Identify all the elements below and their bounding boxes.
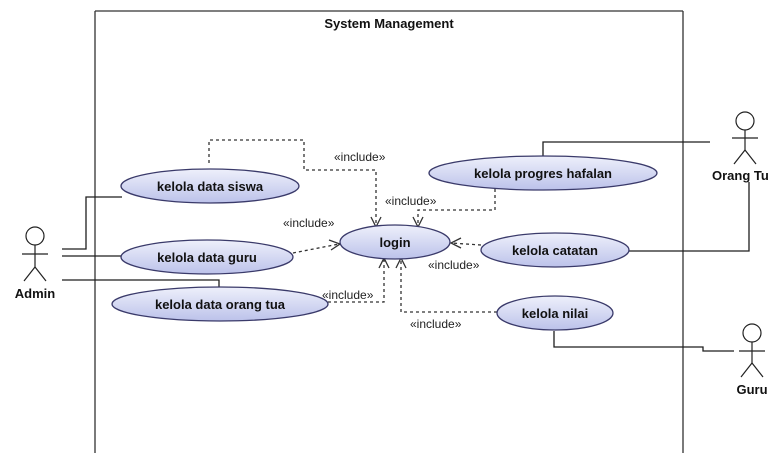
include-label-siswa: «include»: [334, 150, 386, 164]
use-case-kelola-data-guru[interactable]: kelola data guru: [120, 239, 294, 275]
orang-tua-head: [735, 111, 755, 131]
admin-stick-figure-icon: [22, 226, 48, 282]
include-label-nilai: «include»: [410, 317, 462, 331]
use-case-kelola-nilai[interactable]: kelola nilai: [496, 295, 614, 331]
include-line-guru: [292, 243, 340, 254]
include-label-catatan: «include»: [428, 258, 480, 272]
assoc-admin-data-orang-tua: [62, 279, 220, 288]
admin-head: [25, 226, 45, 246]
include-label-orang-tua: «include»: [322, 288, 374, 302]
system-title: System Management: [324, 16, 454, 31]
actor-orang-tua-label: Orang Tu: [712, 168, 769, 183]
use-case-login-label: login: [379, 235, 410, 250]
use-case-catatan-shape[interactable]: [480, 232, 630, 268]
include-line-catatan: [450, 242, 482, 246]
use-case-login[interactable]: login: [339, 224, 451, 260]
orang-tua-legs: [733, 149, 757, 165]
use-case-data-orang-tua-label: kelola data orang tua: [155, 297, 286, 312]
admin-legs: [23, 266, 47, 282]
guru-legs: [740, 362, 764, 378]
include-line-orang-tua: [328, 258, 385, 303]
include-labels: «include» «include» «include» «include» …: [283, 150, 480, 331]
actor-guru-label: Guru: [736, 382, 767, 397]
assoc-guru-nilai: [553, 331, 734, 352]
use-case-kelola-data-siswa[interactable]: kelola data siswa: [120, 168, 300, 204]
include-dependencies: [208, 139, 497, 313]
use-case-data-guru-label: kelola data guru: [157, 250, 257, 265]
assoc-orangtua-catatan: [629, 182, 750, 252]
use-case-login-shape[interactable]: [339, 224, 451, 260]
system-boundary: System Management: [94, 10, 684, 453]
guru-stick-figure-icon: [739, 323, 765, 378]
assoc-orangtua-progres: [542, 141, 710, 156]
use-case-data-siswa-shape[interactable]: [120, 168, 300, 204]
include-arrow-catatan: [449, 237, 462, 249]
actor-admin[interactable]: Admin: [15, 226, 56, 301]
include-line-siswa: [208, 139, 377, 226]
associations: [62, 141, 750, 352]
use-case-data-guru-shape[interactable]: [120, 239, 294, 275]
use-case-progres-hafalan-label: kelola progres hafalan: [474, 166, 612, 181]
actor-admin-label: Admin: [15, 286, 56, 301]
orang-tua-stick-figure-icon: [732, 111, 758, 165]
include-label-progres: «include»: [385, 194, 437, 208]
use-case-kelola-catatan[interactable]: kelola catatan: [480, 232, 630, 268]
use-case-kelola-progres-hafalan[interactable]: kelola progres hafalan: [428, 155, 658, 191]
use-case-catatan-label: kelola catatan: [512, 243, 598, 258]
actor-guru[interactable]: Guru: [736, 323, 768, 397]
actor-orang-tua[interactable]: Orang Tu: [712, 111, 769, 183]
use-case-nilai-label: kelola nilai: [522, 306, 588, 321]
use-case-nilai-shape[interactable]: [496, 295, 614, 331]
use-case-kelola-data-orang-tua[interactable]: kelola data orang tua: [111, 286, 329, 322]
use-case-data-orang-tua-shape[interactable]: [111, 286, 329, 322]
include-line-nilai: [400, 258, 497, 313]
use-case-data-siswa-label: kelola data siswa: [157, 179, 264, 194]
use-case-progres-hafalan-shape[interactable]: [428, 155, 658, 191]
guru-head: [742, 323, 762, 343]
assoc-admin-data-siswa: [62, 196, 122, 250]
include-label-guru: «include»: [283, 216, 335, 230]
